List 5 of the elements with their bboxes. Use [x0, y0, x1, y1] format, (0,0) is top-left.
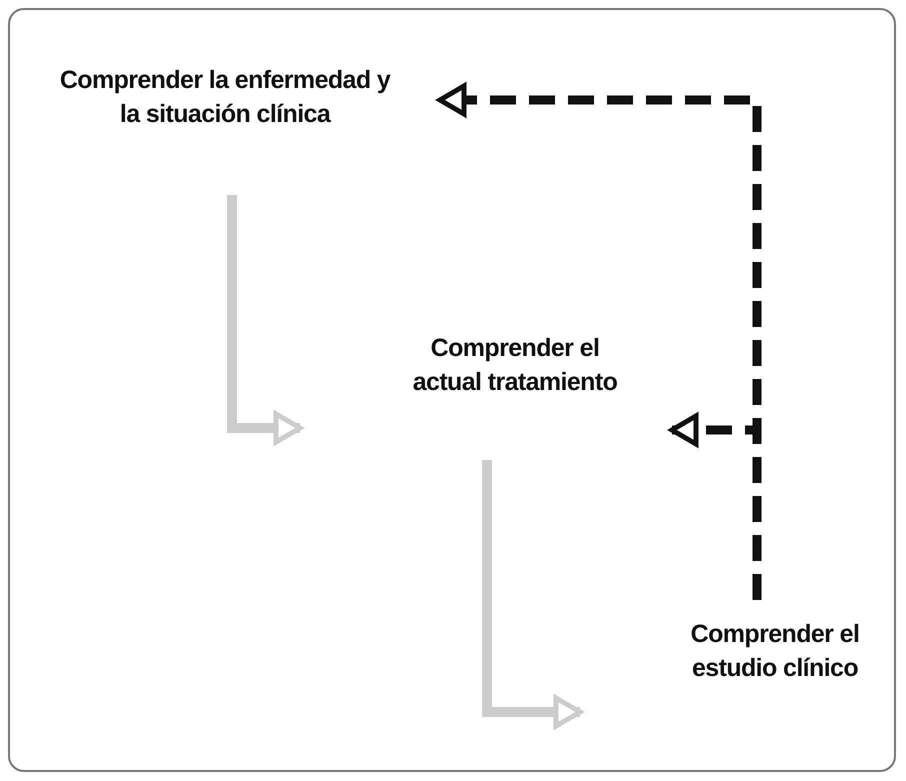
node-label: Comprender el estudio clínico: [690, 619, 860, 684]
node-label: Comprender la enfermedad y la situación clínica: [58, 65, 392, 130]
arrow: [227, 195, 302, 444]
node-label: Comprender el actual tratamiento: [412, 333, 618, 398]
arrow: [482, 460, 582, 728]
